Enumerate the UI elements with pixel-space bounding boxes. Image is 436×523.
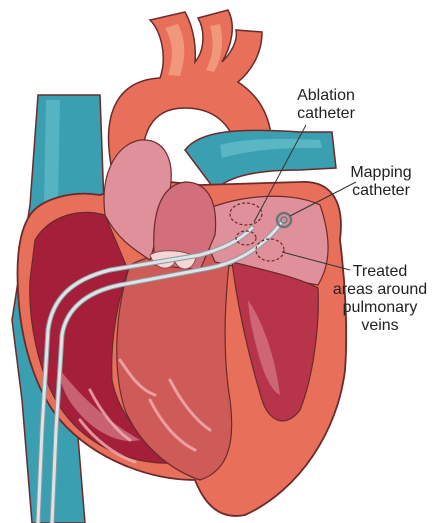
treated-label-line-1: Treated <box>324 263 436 281</box>
ablation-label-line-2: catheter <box>276 105 376 123</box>
treated-areas-label: Treated areas around pulmonary veins <box>324 263 436 335</box>
treated-label-line-4: veins <box>324 317 436 335</box>
treated-label-line-3: pulmonary <box>324 299 436 317</box>
mapping-label-line-1: Mapping <box>326 164 436 182</box>
ablation-catheter-label: Ablation catheter <box>276 87 376 123</box>
treated-label-line-2: areas around <box>324 281 436 299</box>
ablation-label-line-1: Ablation <box>276 87 376 105</box>
pulmonary-artery <box>185 130 336 190</box>
mapping-catheter-label: Mapping catheter <box>326 164 436 200</box>
mapping-label-line-2: catheter <box>326 182 436 200</box>
vena-cava-highlight <box>44 100 60 205</box>
